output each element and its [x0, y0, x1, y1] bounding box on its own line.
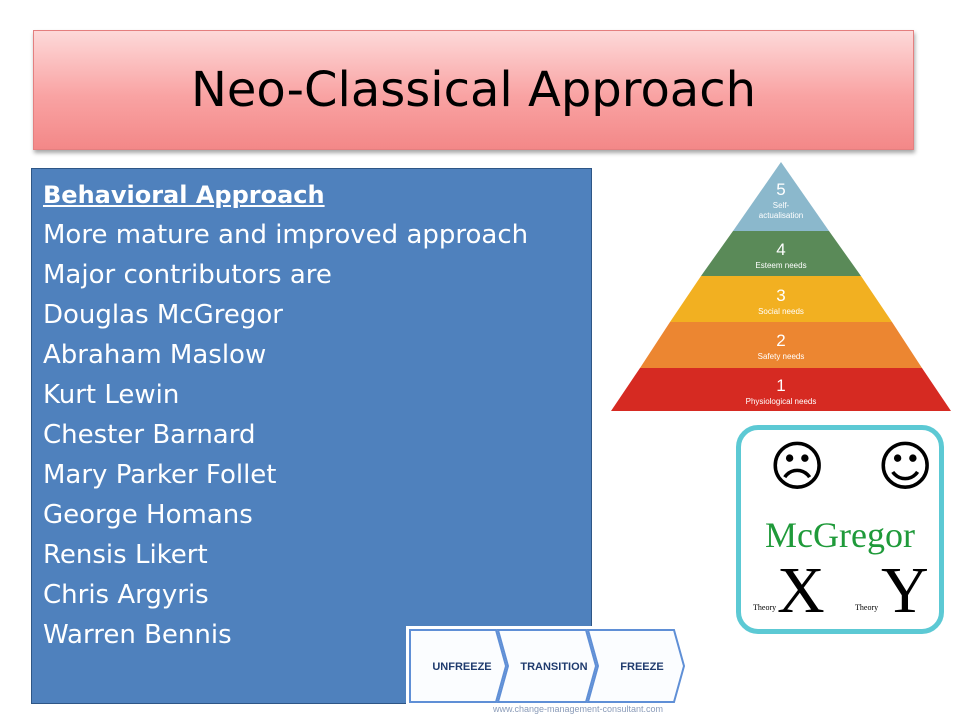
source-url: www.change-management-consultant.com	[492, 704, 663, 714]
freeze-chevron	[586, 629, 686, 703]
theory-x-letter: X	[777, 554, 825, 627]
pyramid-level-4-number: 4	[776, 240, 785, 259]
step-transition: TRANSITION	[520, 661, 587, 673]
title-banner: Neo-Classical Approach	[33, 30, 914, 150]
theory-y-letter: Y	[881, 554, 929, 627]
mcgregor-xy-card: ☹ ☺ McGregor Theory X Theory Y	[736, 425, 944, 634]
content-panel: Behavioral Approach More mature and impr…	[31, 168, 592, 704]
contributor-follet: Mary Parker Follet	[43, 460, 277, 490]
contributor-homans: George Homans	[43, 500, 253, 530]
contributor-maslow: Abraham Maslow	[43, 340, 267, 370]
section-heading: Behavioral Approach	[43, 181, 325, 209]
mcgregor-name: McGregor	[765, 515, 915, 555]
pyramid-level-1-label: Physiological needs	[746, 397, 817, 406]
step-freeze: FREEZE	[620, 661, 663, 673]
contributor-mcgregor: Douglas McGregor	[43, 300, 283, 330]
contributor-likert: Rensis Likert	[43, 540, 208, 570]
maslow-pyramid: 5 Self- actualisation 4 Esteem needs 3 S…	[611, 162, 951, 411]
theory-y-prefix: Theory	[855, 603, 879, 612]
sad-face-icon: ☹	[769, 435, 826, 498]
pyramid-level-5-number: 5	[776, 180, 785, 199]
pyramid-level-5	[733, 162, 829, 231]
contributor-barnard: Chester Barnard	[43, 420, 256, 450]
pyramid-level-2-label: Safety needs	[758, 352, 805, 361]
transition-chevron	[496, 629, 598, 703]
pyramid-level-5-label: Self-	[773, 201, 790, 210]
pyramid-level-4-label: Esteem needs	[755, 261, 806, 270]
pyramid-level-1-number: 1	[776, 376, 785, 395]
pyramid-level-3	[670, 276, 892, 322]
pyramid-level-3-number: 3	[776, 286, 785, 305]
pyramid-level-2-number: 2	[776, 331, 785, 350]
slide-title: Neo-Classical Approach	[190, 62, 757, 118]
contributor-bennis: Warren Bennis	[43, 620, 232, 650]
pyramid-level-4	[701, 231, 861, 276]
lewin-change-model: UNFREEZE TRANSITION FREEZE www.change-ma…	[406, 626, 696, 718]
pyramid-level-1	[611, 368, 951, 411]
content-line: Major contributors are	[43, 260, 332, 290]
step-unfreeze: UNFREEZE	[432, 661, 491, 673]
contributor-lewin: Kurt Lewin	[43, 380, 180, 410]
pyramid-level-5-label: actualisation	[759, 211, 803, 220]
pyramid-level-2	[640, 322, 922, 368]
content-line: More mature and improved approach	[43, 220, 529, 250]
pyramid-level-3-label: Social needs	[758, 307, 804, 316]
contributor-argyris: Chris Argyris	[43, 580, 209, 610]
theory-x-prefix: Theory	[753, 603, 777, 612]
unfreeze-chevron	[409, 629, 508, 703]
happy-face-icon: ☺	[877, 435, 934, 498]
